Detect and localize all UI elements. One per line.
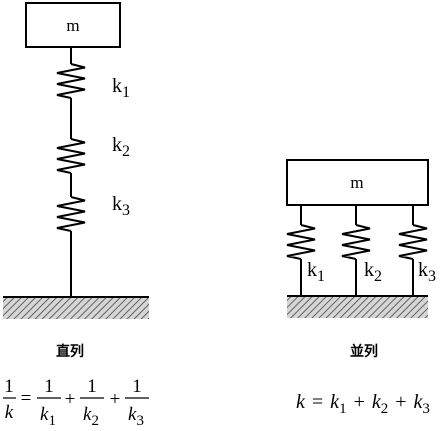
formula-lhs-denominator: k xyxy=(5,402,14,423)
series-spring-label-1: k1 xyxy=(112,75,130,101)
series-spring-3 xyxy=(56,196,86,232)
formula-term-1-denominator: k1 xyxy=(40,404,56,429)
parallel-spring-label-1: k1 xyxy=(307,259,325,285)
series-system: m k1 k2 k3 直列 1 k = 1 xyxy=(3,2,149,429)
series-formula: 1 k = 1 k1 + 1 k2 + 1 k3 xyxy=(3,376,149,429)
formula-plus-2: + xyxy=(110,389,121,410)
parallel-mass-block xyxy=(286,159,429,206)
series-spring-1 xyxy=(56,63,86,99)
parallel-caption: 並列 xyxy=(350,343,378,360)
formula-lhs-numerator: 1 xyxy=(4,376,14,397)
formula-term-2-denominator: k2 xyxy=(83,404,99,429)
series-ground-hatch xyxy=(3,297,149,319)
formula-term-1-numerator: 1 xyxy=(44,376,54,397)
formula-plus-1: + xyxy=(65,389,76,410)
parallel-mass-label: m xyxy=(350,173,363,192)
formula-equals: = xyxy=(21,388,32,409)
parallel-spring-label-2: k2 xyxy=(364,259,382,285)
formula-term-3-numerator: 1 xyxy=(132,376,142,397)
parallel-spring-2 xyxy=(341,224,371,260)
series-caption: 直列 xyxy=(56,343,84,360)
series-mass-block xyxy=(25,2,121,48)
series-spring-2 xyxy=(56,138,86,174)
parallel-spring-3 xyxy=(398,224,428,260)
series-spring-label-2: k2 xyxy=(112,134,130,160)
parallel-ground-hatch xyxy=(287,296,428,318)
formula-term-3-denominator: k3 xyxy=(128,404,144,429)
formula-term-2-numerator: 1 xyxy=(87,376,97,397)
parallel-spring-1 xyxy=(286,224,316,260)
series-mass-label: m xyxy=(66,16,79,35)
parallel-spring-label-3: k3 xyxy=(418,259,436,285)
series-spring-label-3: k3 xyxy=(112,193,130,219)
parallel-formula: k = k1 + k2 + k3 xyxy=(296,391,430,418)
parallel-system: m k1 k2 k3 並列 k = k1 + xyxy=(286,159,436,418)
